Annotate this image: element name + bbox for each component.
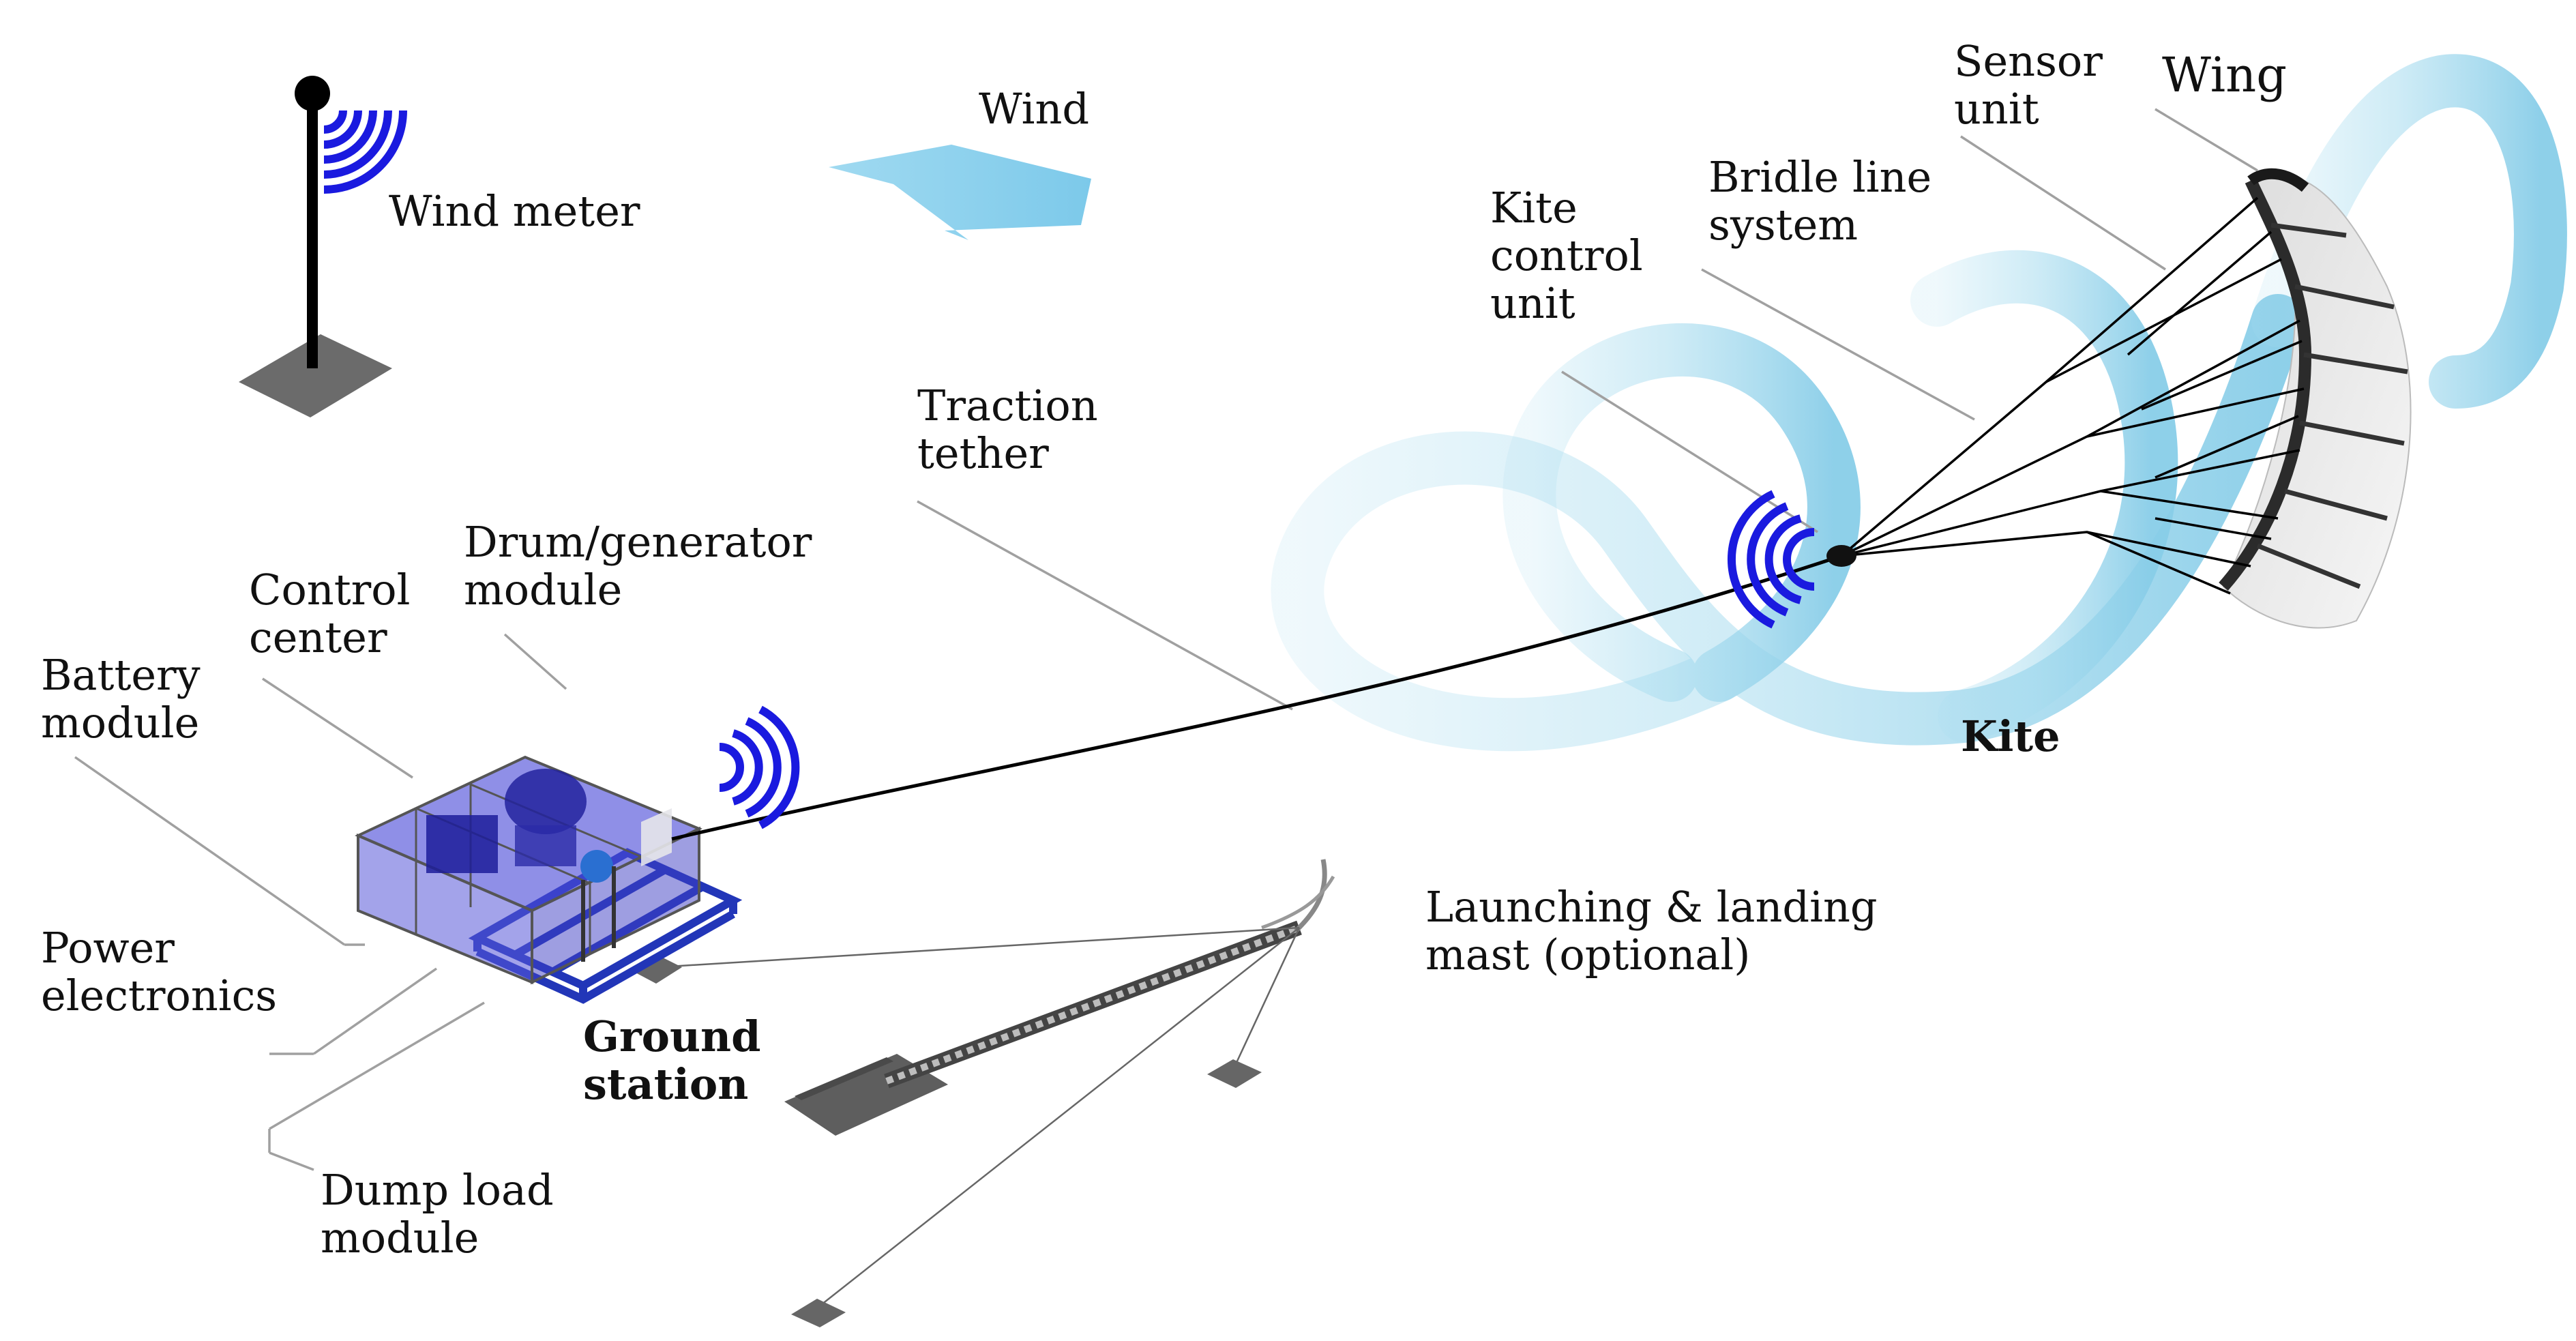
drum-generator-module-label: Drum/generator module bbox=[464, 517, 812, 615]
traction-tether-label: Traction tether bbox=[917, 381, 1098, 478]
wing-label: Wing bbox=[2162, 47, 2287, 103]
wireless-signal-icon bbox=[1727, 490, 1815, 629]
wind-label: Wind bbox=[979, 84, 1090, 134]
wireless-signal-icon bbox=[719, 705, 800, 829]
launching-landing-mast bbox=[634, 859, 1335, 1327]
ground-station-label: Ground station bbox=[583, 1012, 761, 1109]
bridle-line-system-label: Bridle line system bbox=[1708, 152, 1932, 250]
ground-station bbox=[355, 755, 743, 1004]
wind-meter-icon bbox=[239, 76, 407, 417]
flight-path bbox=[1271, 54, 2567, 752]
traction-tether bbox=[671, 554, 1842, 841]
wind-arrow-icon bbox=[829, 145, 1091, 240]
battery-module-label: Battery module bbox=[41, 650, 201, 748]
kite-control-unit-label: Kite control unit bbox=[1490, 183, 1643, 328]
sensor-unit-label: Sensor unit bbox=[1954, 36, 2103, 134]
dump-load-module-label: Dump load module bbox=[321, 1165, 554, 1263]
kite-label: Kite bbox=[1961, 711, 2060, 761]
wind-meter-label: Wind meter bbox=[389, 186, 640, 236]
control-center-label: Control center bbox=[249, 565, 411, 662]
launching-landing-mast-label: Launching & landing mast (optional) bbox=[1425, 882, 1878, 979]
kite-control-unit-pod bbox=[1826, 545, 1856, 567]
power-electronics-label: Power electronics bbox=[41, 923, 278, 1020]
kite bbox=[1826, 168, 2412, 629]
leader-lines bbox=[74, 108, 2258, 1171]
